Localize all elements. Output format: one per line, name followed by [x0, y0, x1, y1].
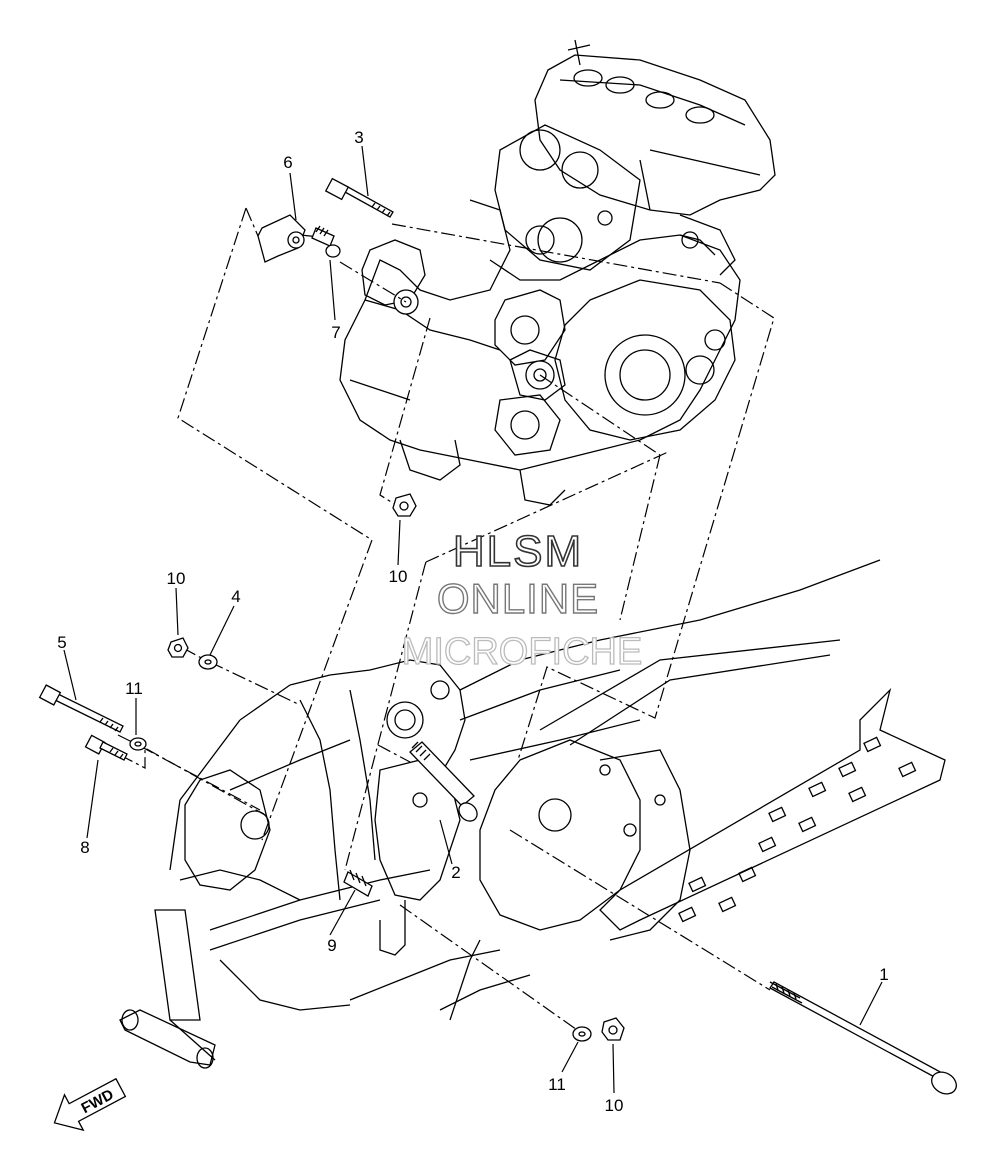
watermark-line-1: HLSM [453, 527, 583, 576]
callout-5: 5 [57, 633, 66, 652]
part-4-washer [198, 654, 218, 670]
engine-outline [339, 39, 776, 506]
callout-1: 1 [879, 965, 888, 984]
part-10-nut-lower [601, 1017, 625, 1041]
callout-6: 6 [283, 153, 292, 172]
part-1-long-bolt [769, 981, 957, 1095]
callouts: 1 2 3 4 5 6 7 8 9 10 10 10 11 11 [57, 128, 888, 1115]
fwd-direction-arrow: FWD [53, 1077, 127, 1132]
part-6-bracket [257, 214, 306, 263]
frame-outline [119, 559, 881, 1069]
part-10-nut-upper [392, 493, 417, 517]
callout-2: 2 [451, 863, 460, 882]
assembly-lines [117, 207, 775, 1033]
watermark-line-2: ONLINE [437, 575, 599, 622]
callout-9: 9 [327, 936, 336, 955]
callout-3: 3 [354, 128, 363, 147]
callout-11-left: 11 [125, 679, 143, 698]
part-7-bolt [311, 225, 341, 258]
callout-10-upper: 10 [389, 567, 408, 586]
part-11-washer-lower [572, 1026, 592, 1042]
leader-lines [63, 145, 883, 1094]
part-5-bolt [38, 684, 124, 733]
watermark-line-3: MICROFICHE [402, 631, 643, 673]
callout-10-lower: 10 [605, 1096, 624, 1115]
part-8-bolt [84, 734, 128, 761]
callout-8: 8 [80, 838, 89, 857]
engine-front-mount-boss [361, 239, 566, 401]
running-board [539, 639, 946, 931]
watermark: HLSM ONLINE MICROFICHE [401, 526, 643, 673]
part-2-collar [409, 741, 478, 822]
part-10-nut-left [167, 637, 189, 658]
callout-11-lower: 11 [548, 1075, 566, 1094]
callout-4: 4 [231, 587, 240, 606]
part-3-bolt [324, 177, 394, 218]
part-9-bolt [343, 869, 373, 897]
callout-10-left: 10 [167, 569, 186, 588]
callout-7: 7 [331, 323, 340, 342]
part-11-washer-left [129, 737, 147, 751]
